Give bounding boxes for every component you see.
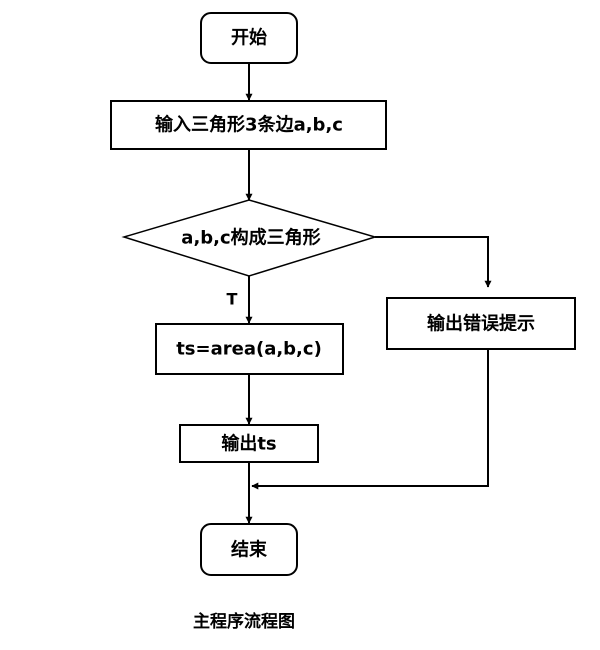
edge-error-to-merge: [251, 349, 489, 490]
end-node-shape: [200, 523, 298, 576]
output-node: 输出ts: [179, 424, 319, 463]
output-node-label: 输出ts: [221, 433, 276, 455]
compute-node-label: ts=area(a,b,c): [176, 339, 322, 360]
true-branch-label: T: [227, 290, 238, 309]
error-node-shape: [386, 297, 576, 350]
input-node-shape: [110, 100, 387, 150]
diagram-caption: 主程序流程图: [193, 612, 295, 632]
start-node-shape: [200, 12, 298, 64]
edge-decision-to-error: [375, 236, 492, 288]
error-node: 输出错误提示: [386, 297, 576, 350]
decision-node: a,b,c构成三角形: [121, 199, 378, 277]
input-node-label: 输入三角形3条边a,b,c: [155, 114, 343, 136]
compute-node: ts=area(a,b,c): [155, 323, 344, 375]
end-node-label: 结束: [231, 539, 268, 561]
edges: [245, 64, 492, 524]
output-node-shape: [179, 424, 319, 463]
start-node-label: 开始: [231, 27, 267, 49]
input-node: 输入三角形3条边a,b,c: [110, 100, 387, 150]
compute-node-shape: [155, 323, 344, 375]
error-node-label: 输出错误提示: [427, 313, 535, 335]
decision-node-shape: [121, 199, 378, 277]
start-node: 开始: [200, 12, 298, 64]
end-node: 结束: [200, 523, 298, 576]
decision-node-label: a,b,c构成三角形: [181, 227, 320, 249]
